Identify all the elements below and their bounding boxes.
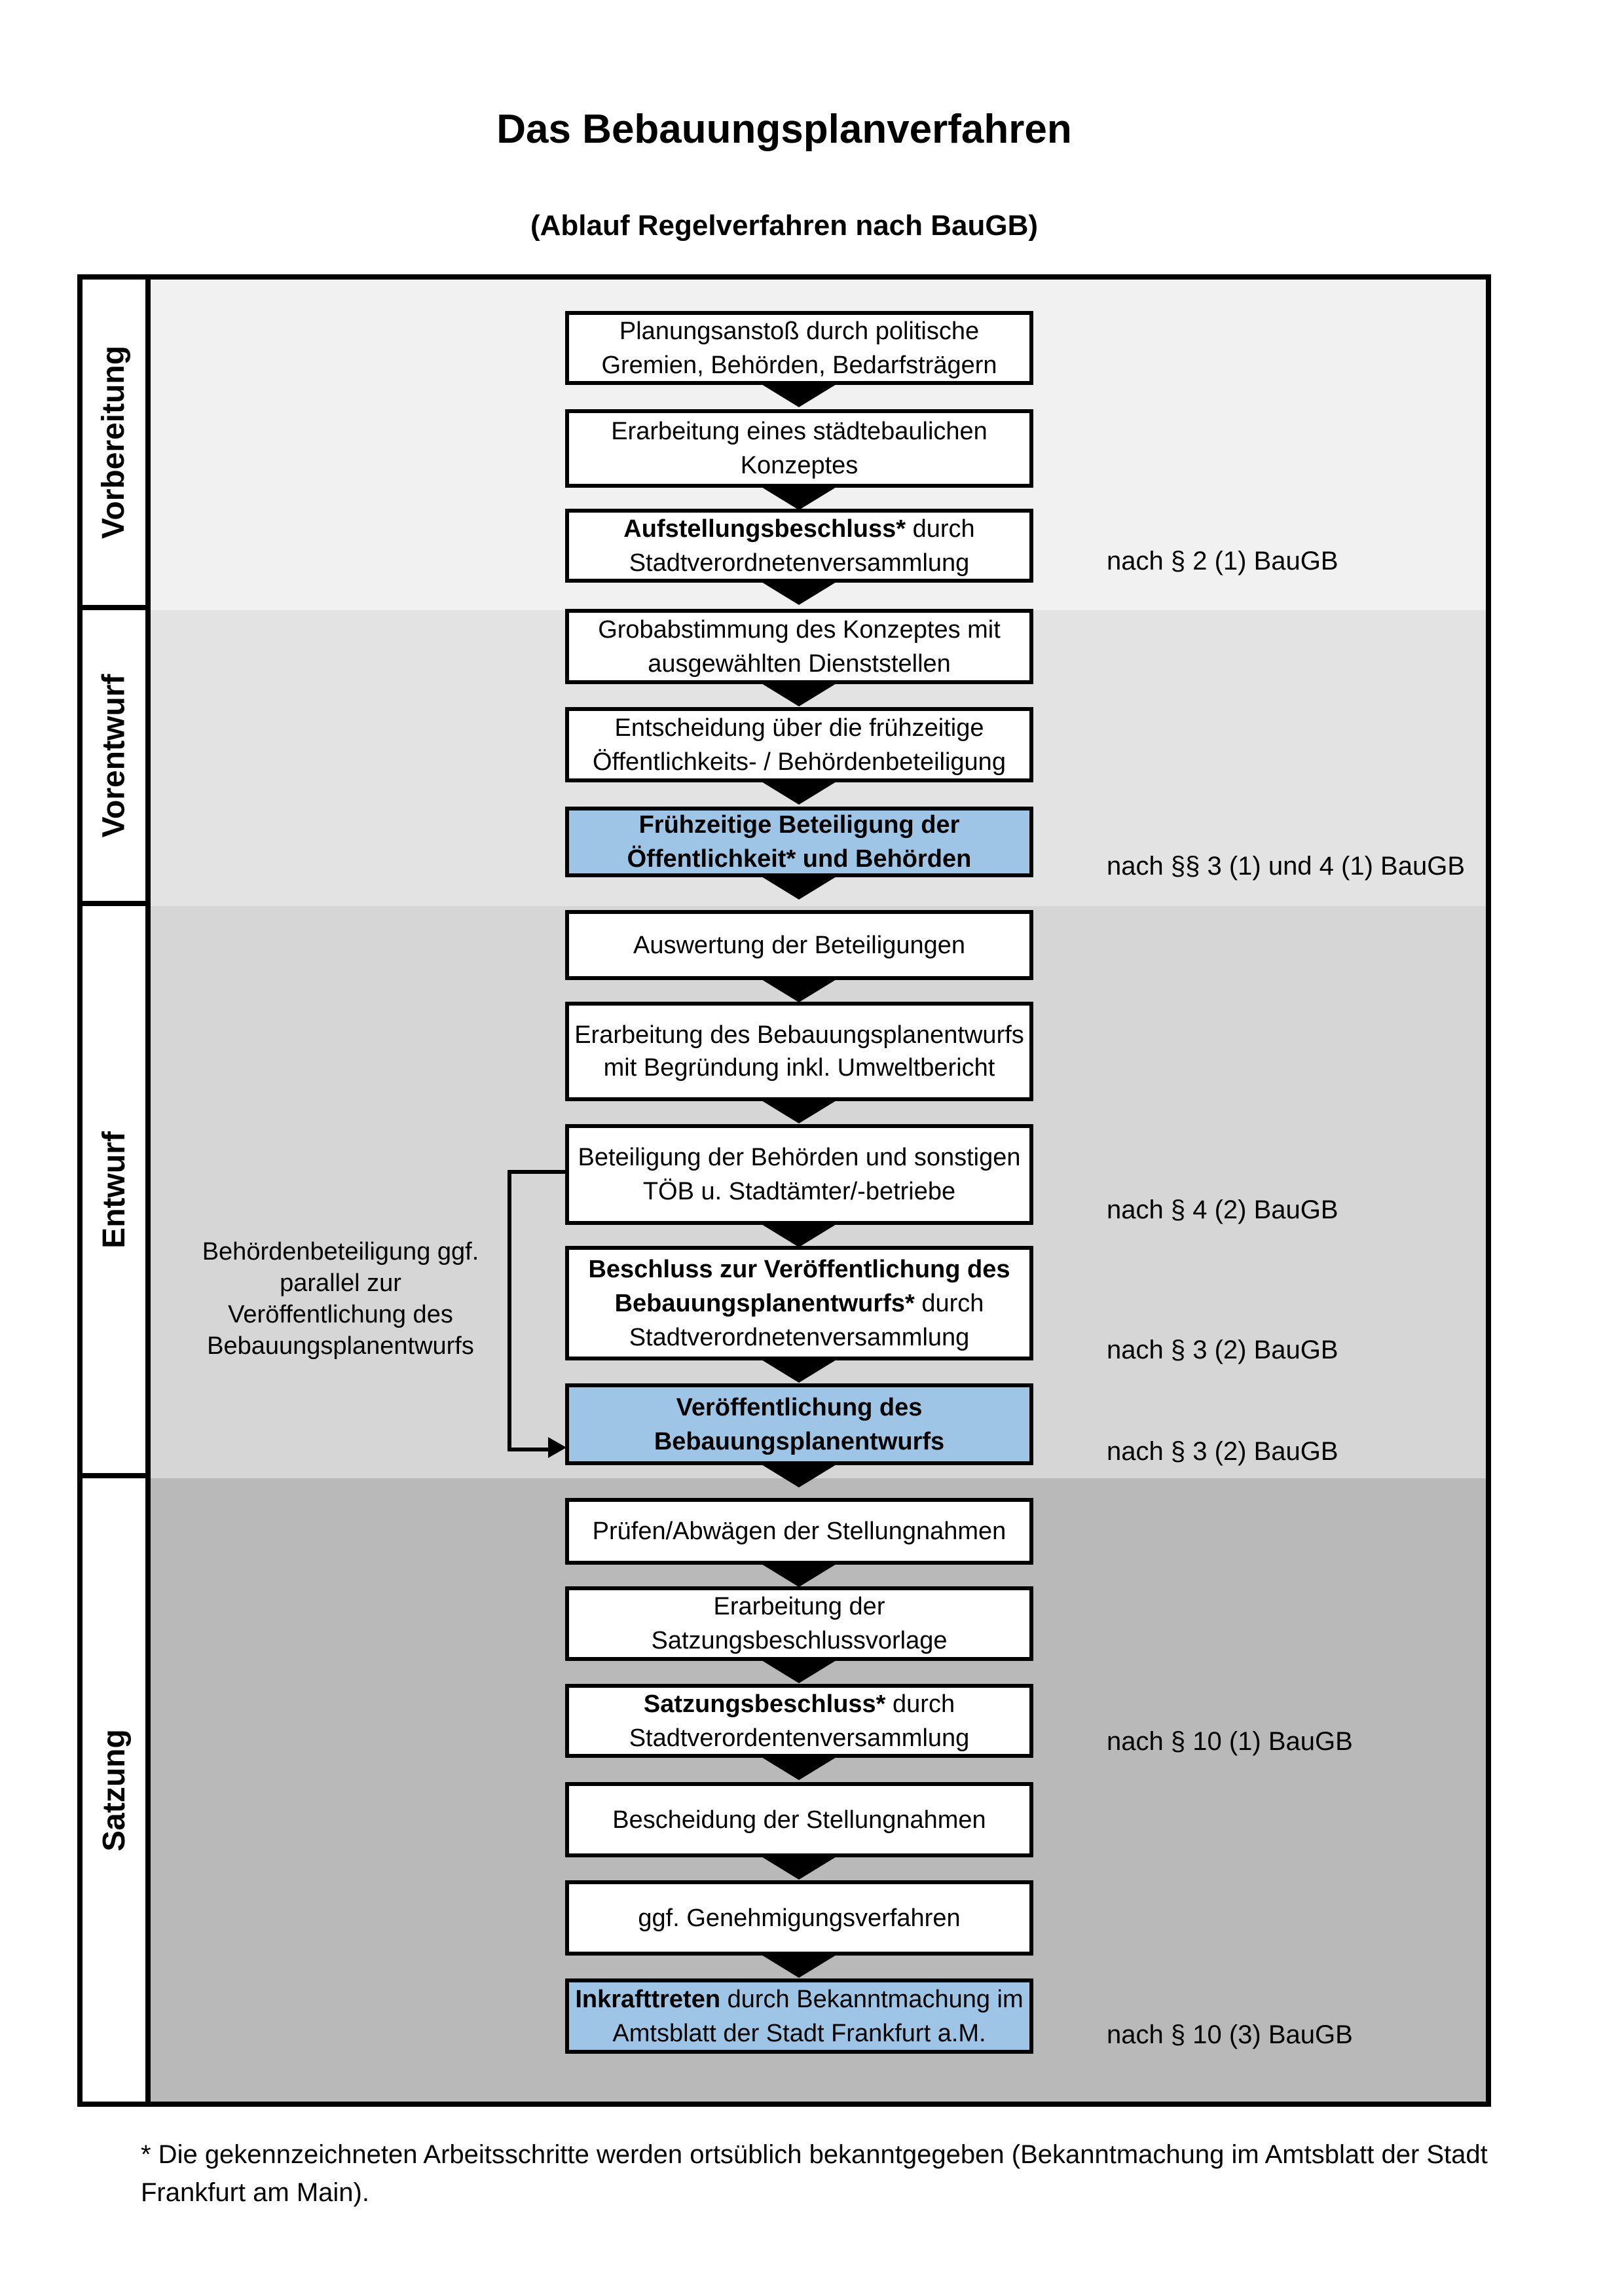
flow-step-label: Beteiligung der Behörden und sonstigen T… [578,1144,1021,1205]
flow-step-label: Entscheidung über die frühzeitige Öffent… [593,714,1006,776]
legal-ref-toeb-beteiligung: nach § 4 (2) BauGB [1107,1195,1338,1224]
legal-ref-inkrafttreten: nach § 10 (3) BauGB [1107,2020,1353,2049]
flow-step-entwurf-erarbeitung: Erarbeitung des Bebauungsplanentwurfs mi… [565,1002,1033,1101]
phase-sidebar: Vorbereitung Vorentwurf Entwurf Satzung [83,280,151,2102]
footnote: * Die gekennzeichneten Arbeitsschritte w… [141,2140,1488,2207]
flow-step-bescheidung: Bescheidung der Stellungnahmen [565,1782,1033,1857]
flow-step-planungsanstoss: Planungsanstoß durch politische Gremien,… [565,311,1033,385]
flow-step-label: Inkrafttreten durch Bekanntmachung im Am… [575,1985,1024,2047]
arrow-down-icon [758,1855,840,1880]
page-title: Das Bebauungsplanverfahren [496,107,1072,152]
flow-layer: Planungsanstoß durch politische Gremien,… [83,280,1486,2102]
sidebar-item-vorentwurf: Vorentwurf [83,610,151,906]
arrow-down-icon [758,1953,840,1978]
flow-step-label: Erarbeitung des Bebauungsplanentwurfs mi… [574,1021,1024,1082]
arrow-down-icon [758,580,840,605]
flow-step-toeb-beteiligung: Beteiligung der Behörden und sonstigen T… [565,1124,1033,1225]
arrow-down-icon [758,1755,840,1780]
flow-step-label: Erarbeitung eines städtebaulichen Konzep… [611,418,987,479]
flow-step-label: Veröffentlichung des Bebauungsplanentwur… [654,1393,945,1455]
flow-step-label: Beschluss zur Veröffentlichung des Bebau… [588,1255,1010,1351]
flow-step-satzungsbeschluss: Satzungsbeschluss* durch Stadtverordente… [565,1684,1033,1758]
legal-ref-fruehzeitige-beteiligung: nach §§ 3 (1) und 4 (1) BauGB [1107,852,1465,881]
flow-step-label: Auswertung der Beteiligungen [633,931,965,959]
flow-step-inkrafttreten: Inkrafttreten durch Bekanntmachung im Am… [565,1978,1033,2054]
sidebar-item-entwurf: Entwurf [83,906,151,1478]
sidebar-item-satzung: Satzung [83,1478,151,2102]
flow-step-konzept-erarbeitung: Erarbeitung eines städtebaulichen Konzep… [565,409,1033,488]
flow-step-veroeffentlichungsbeschluss: Beschluss zur Veröffentlichung des Bebau… [565,1246,1033,1360]
arrow-down-icon [758,780,840,805]
flow-step-label: Erarbeitung der Satzungsbeschlussvorlage [651,1593,948,1654]
parallel-connector-bottom-line [507,1448,551,1451]
arrow-down-icon [758,1562,840,1587]
arrow-down-icon [758,1463,840,1487]
parallel-note: Behördenbeteiligung ggf. parallel zur Ve… [202,1238,479,1360]
arrow-right-icon [548,1437,566,1458]
page-subtitle: (Ablauf Regelverfahren nach BauGB) [530,210,1039,242]
parallel-connector-top-line [507,1170,565,1174]
legal-ref-veroeffentlichungsbeschluss: nach § 3 (2) BauGB [1107,1336,1338,1364]
sidebar-item-vorbereitung: Vorbereitung [83,280,151,610]
flow-step-label: Grobabstimmung des Konzeptes mit ausgewä… [598,615,1001,678]
diagram-frame: Vorbereitung Vorentwurf Entwurf Satzung … [77,274,1491,2107]
flow-step-grobabstimmung: Grobabstimmung des Konzeptes mit ausgewä… [565,609,1033,684]
flow-step-genehmigungsverfahren: ggf. Genehmigungsverfahren [565,1880,1033,1956]
parallel-connector-vertical-line [507,1170,511,1451]
arrow-down-icon [758,977,840,1002]
flow-step-pruefen-abwaegen: Prüfen/Abwägen der Stellungnahmen [565,1498,1033,1565]
legal-ref-satzungsbeschluss: nach § 10 (1) BauGB [1107,1727,1353,1756]
flow-step-label: Planungsanstoß durch politische Gremien,… [601,317,997,379]
arrow-down-icon [758,382,840,407]
arrow-down-icon [758,1099,840,1123]
arrow-down-icon [758,1358,840,1383]
flow-step-label: Aufstellungsbeschluss* durch Stadtverord… [623,515,975,577]
flow-step-veroeffentlichung: Veröffentlichung des Bebauungsplanentwur… [565,1383,1033,1465]
arrow-down-icon [758,875,840,900]
arrow-down-icon [758,1222,840,1247]
flow-step-satzungsvorlage: Erarbeitung der Satzungsbeschlussvorlage [565,1586,1033,1661]
arrow-down-icon [758,682,840,706]
arrow-down-icon [758,485,840,510]
arrow-down-icon [758,1658,840,1683]
flow-step-label: ggf. Genehmigungsverfahren [638,1904,961,1932]
legal-ref-veroeffentlichung: nach § 3 (2) BauGB [1107,1437,1338,1466]
flow-step-fruehzeitige-beteiligung: Frühzeitige Beteiligung der Öffentlichke… [565,807,1033,877]
flow-step-label: Satzungsbeschluss* durch Stadtverordente… [629,1690,970,1752]
flow-step-aufstellungsbeschluss: Aufstellungsbeschluss* durch Stadtverord… [565,509,1033,583]
flow-step-label: Bescheidung der Stellungnahmen [612,1806,986,1834]
flow-step-auswertung: Auswertung der Beteiligungen [565,910,1033,980]
flow-step-entscheidung-beteiligung: Entscheidung über die frühzeitige Öffent… [565,707,1033,782]
flow-step-label: Prüfen/Abwägen der Stellungnahmen [592,1518,1006,1545]
flow-step-label: Frühzeitige Beteiligung der Öffentlichke… [627,811,972,873]
legal-ref-aufstellungsbeschluss: nach § 2 (1) BauGB [1107,547,1338,575]
